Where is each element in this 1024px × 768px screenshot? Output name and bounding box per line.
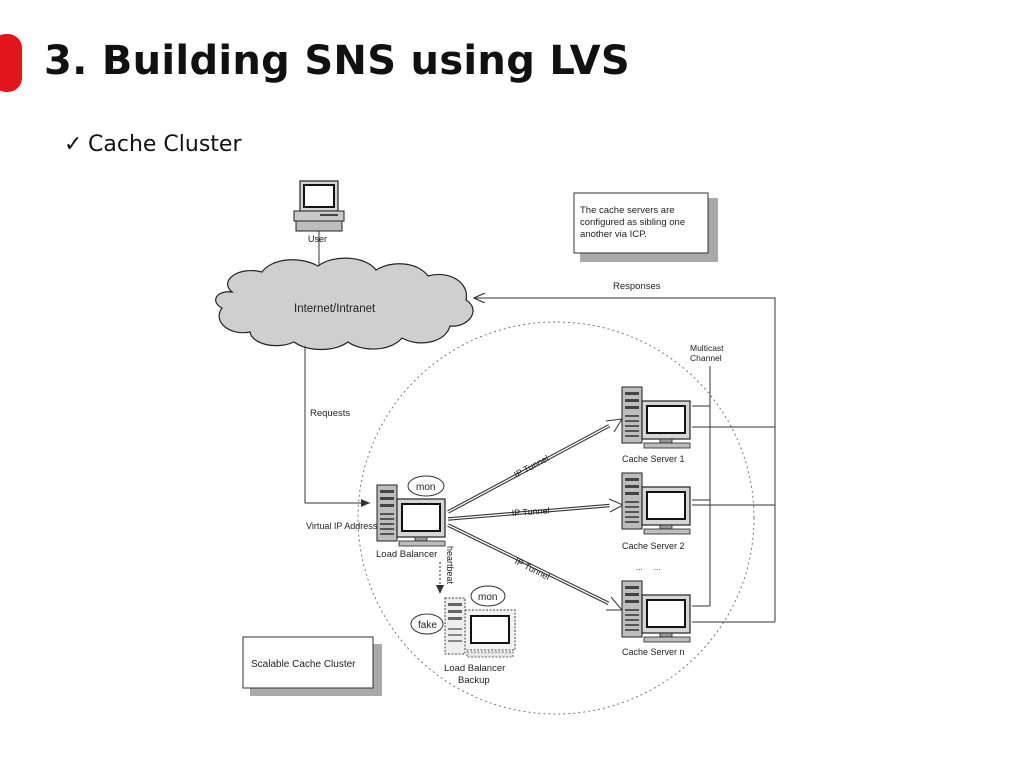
cache-server-2-label: Cache Server 2 <box>622 541 685 551</box>
fake-bubble: fake <box>410 613 444 635</box>
requests-arrow <box>304 346 370 507</box>
cache-server-2-icon <box>621 472 691 535</box>
load-balancer-label: Load Balancer <box>376 549 437 560</box>
backup-mon-label: mon <box>478 592 497 603</box>
requests-label: Requests <box>310 408 350 419</box>
cache-server-1-icon <box>621 386 691 449</box>
cache-server-n-label: Cache Server n <box>622 647 685 657</box>
lb-mon-label: mon <box>416 482 435 493</box>
cache-server-n-icon <box>621 580 691 643</box>
ip-tunnel-label-1: IP Tunnel <box>512 453 550 480</box>
multicast-label-2: Channel <box>690 353 722 363</box>
backup-label-1: Load Balancer <box>444 663 505 674</box>
icp-note-box: The cache servers are configured as sibl… <box>573 192 718 262</box>
cloud-label: Internet/Intranet <box>294 303 376 315</box>
cluster-label: Scalable Cache Cluster <box>251 659 356 670</box>
bullet-text: Cache Cluster <box>88 132 242 157</box>
virtual-ip-label: Virtual IP Address <box>306 521 378 531</box>
backup-load-balancer-icon <box>444 597 516 658</box>
cluster-label-box: Scalable Cache Cluster <box>242 636 382 696</box>
cache-server-1-label: Cache Server 1 <box>622 454 685 464</box>
responses-arrow <box>474 298 776 622</box>
backup-label-2: Backup <box>458 675 490 686</box>
bullet-item: ✓Cache Cluster <box>64 132 242 157</box>
checkmark-icon: ✓ <box>64 132 83 157</box>
heartbeat-label: heartbeat <box>445 546 455 585</box>
backup-mon-bubble: mon <box>470 585 506 607</box>
multicast-label-1: Multicast <box>690 343 724 353</box>
fake-label: fake <box>418 620 437 631</box>
ip-tunnel-1 <box>447 418 623 514</box>
cache-server-ellipsis: ... ... <box>636 563 660 572</box>
cluster-boundary <box>357 321 755 715</box>
slide-title: 3. Building SNS using LVS <box>44 38 631 84</box>
note-line-3: another via ICP. <box>580 229 647 240</box>
lb-mon-bubble: mon <box>407 475 445 497</box>
internet-cloud-icon <box>215 257 474 351</box>
ip-tunnel-3 <box>447 523 624 611</box>
ip-tunnel-label-3: IP Tunnel <box>513 556 551 582</box>
ip-tunnel-label-2: IP Tunnel <box>511 505 549 518</box>
user-computer-icon <box>293 180 345 232</box>
note-line-2: configured as sibling one <box>580 217 685 228</box>
responses-label: Responses <box>613 281 661 292</box>
user-label: User <box>308 234 327 244</box>
title-accent-bar <box>0 34 22 92</box>
note-line-1: The cache servers are <box>580 205 675 216</box>
